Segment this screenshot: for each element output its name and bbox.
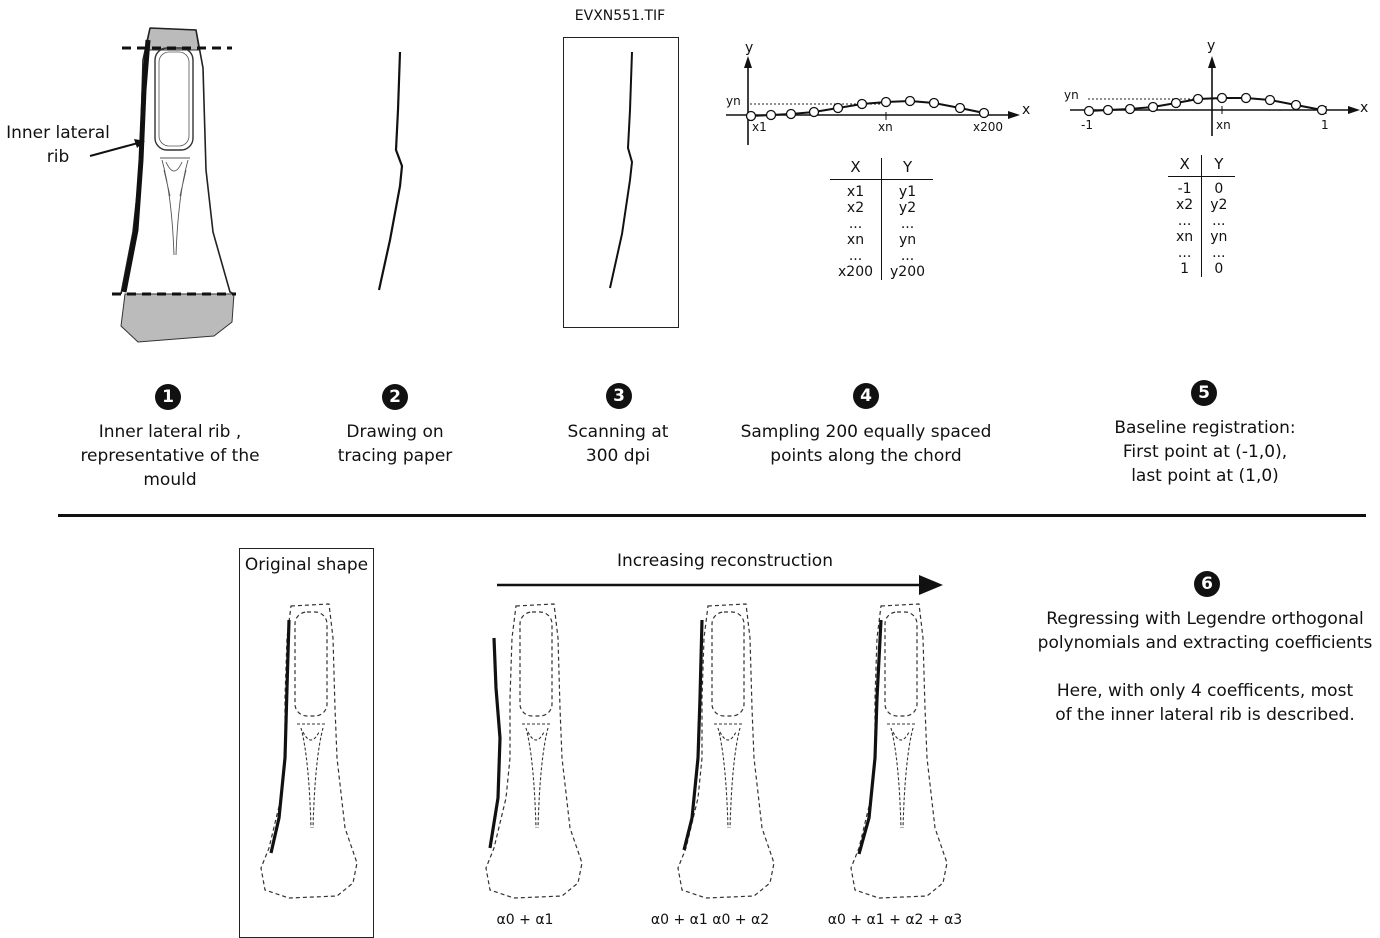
y-cell: y200 (882, 264, 934, 280)
plot5-y-label: y (1207, 38, 1215, 54)
mould-outline (470, 598, 600, 908)
scan-filename: EVXN551.TIF (560, 8, 680, 24)
plot5-left-label: -1 (1081, 118, 1093, 132)
y-cell: y1 (882, 180, 934, 201)
mould-outline (245, 598, 375, 908)
y-cell: ... (882, 248, 934, 264)
mould-outline (662, 598, 792, 908)
formula: α0 + α1 α0 + α2 (640, 912, 780, 928)
plot5-xn-label: xn (1216, 118, 1231, 132)
table-row: ...... (1168, 213, 1235, 229)
x-cell: xn (1168, 229, 1202, 245)
plot4-y-label: y (745, 40, 753, 56)
y-cell: yn (882, 232, 934, 248)
step1-number: 1 (155, 384, 181, 410)
step6-caption: Regressing with Legendre orthogonal poly… (1030, 607, 1380, 655)
x-cell: ... (1168, 245, 1202, 261)
step3-caption: Scanning at 300 dpi (530, 420, 706, 468)
plot5-yn-label: yn (1064, 88, 1079, 102)
step5-caption: Baseline registration: First point at (-… (1090, 416, 1320, 488)
x-cell: ... (830, 216, 882, 232)
plot4-x1-label: x1 (752, 120, 767, 134)
plot4-x-label: x (1022, 102, 1030, 118)
section-divider (58, 514, 1366, 517)
x-cell: x2 (830, 200, 882, 216)
plot4-xn-label: xn (878, 120, 893, 134)
x-cell: ... (1168, 213, 1202, 229)
rib-annotation: Inner lateral rib (2, 121, 114, 169)
y-cell: yn (1202, 229, 1236, 245)
step5-number: 5 (1191, 380, 1217, 406)
table-header: X (1168, 155, 1202, 177)
step2-number: 2 (382, 384, 408, 410)
scanned-curve (564, 38, 678, 326)
table-header: X (830, 158, 882, 180)
x-cell: ... (830, 248, 882, 264)
step6-note: Here, with only 4 coefficents, most of t… (1040, 679, 1370, 727)
reconstruction-label: Increasing reconstruction (560, 549, 890, 573)
plot5-right-label: 1 (1321, 118, 1329, 132)
plot4-yn-label: yn (726, 94, 741, 108)
mould-illustration (0, 0, 260, 360)
table-header: Y (1202, 155, 1236, 177)
step3-number: 3 (606, 383, 632, 409)
y-cell: y2 (882, 200, 934, 216)
y-cell: ... (1202, 213, 1236, 229)
traced-curve (360, 40, 440, 300)
step1-caption: Inner lateral rib , representative of th… (60, 420, 280, 492)
table-row: ...... (830, 248, 933, 264)
table-row: ...... (1168, 245, 1235, 261)
step4-number: 4 (853, 383, 879, 409)
mould-outline (835, 598, 965, 908)
reconstruction-arrow (495, 572, 945, 598)
y-cell: y2 (1202, 197, 1236, 213)
x-cell: x1 (830, 180, 882, 201)
y-cell: 0 (1202, 177, 1236, 198)
table-row: ...... (830, 216, 933, 232)
step4-caption: Sampling 200 equally spaced points along… (720, 420, 1012, 468)
table-header: Y (882, 158, 934, 180)
original-shape-title: Original shape (240, 553, 373, 577)
x-cell: -1 (1168, 177, 1202, 198)
plot5-x-label: x (1360, 100, 1368, 116)
y-cell: 0 (1202, 261, 1236, 277)
x-cell: x2 (1168, 197, 1202, 213)
x-cell: x200 (830, 264, 882, 280)
formula: α0 + α1 (480, 912, 570, 928)
step2-caption: Drawing on tracing paper (300, 420, 490, 468)
step6-number: 6 (1194, 571, 1220, 597)
y-cell: ... (1202, 245, 1236, 261)
formula: α0 + α1 + α2 + α3 (820, 912, 970, 928)
x-cell: 1 (1168, 261, 1202, 277)
plot4-x200-label: x200 (973, 120, 1003, 134)
y-cell: ... (882, 216, 934, 232)
x-cell: xn (830, 232, 882, 248)
